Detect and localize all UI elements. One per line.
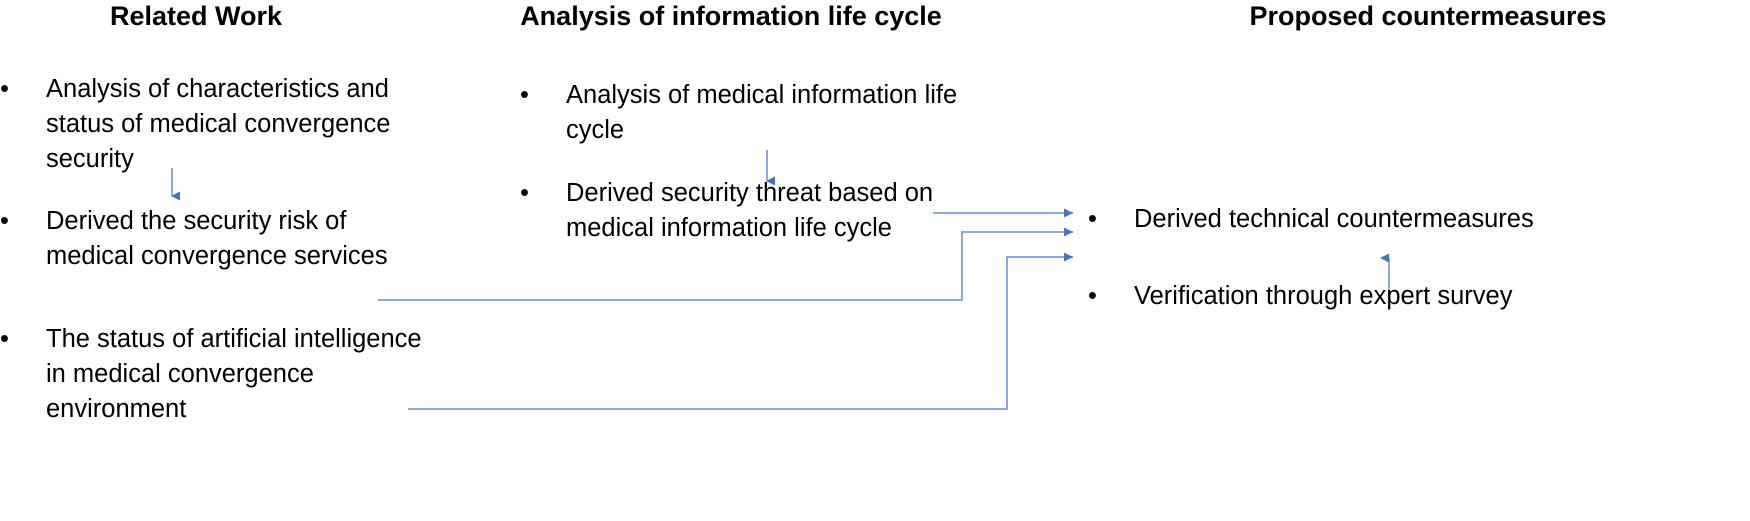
list-item: Analysis of characteristics and status o… (0, 72, 426, 177)
column-heading-analysis-of-information-life-cycle: Analysis of information life cycle (520, 1, 942, 31)
column-related-work: Related Work Analysis of characteristics… (0, 0, 422, 427)
bullet-icon (0, 72, 46, 107)
list-item: Derived security threat based on medical… (520, 176, 986, 246)
column-heading-related-work: Related Work (109, 1, 283, 31)
list-item-text: Derived security threat based on medical… (566, 179, 934, 242)
list-item: Verification through expert survey (1088, 279, 1734, 314)
bullet-icon (0, 204, 46, 239)
list-item: Derived technical countermeasures (1088, 202, 1734, 237)
column-proposed-countermeasures: Proposed countermeasures Derived technic… (1088, 0, 1750, 314)
bullet-icon (1088, 202, 1134, 237)
bullet-icon (1088, 279, 1134, 314)
list-item: Derived the security risk of medical con… (0, 204, 426, 274)
list-item-text: Verification through expert survey (1134, 282, 1513, 310)
bullet-list-analysis-of-information-life-cycle: Analysis of medical information life cyc… (482, 78, 982, 246)
list-item: The status of artificial intelligence in… (0, 322, 426, 427)
column-heading-proposed-countermeasures: Proposed countermeasures (1249, 1, 1607, 31)
bullet-list-related-work: Analysis of characteristics and status o… (0, 72, 422, 427)
list-item-text: Derived technical countermeasures (1134, 205, 1534, 233)
column-analysis-of-information-life-cycle: Analysis of information life cycle Analy… (482, 0, 982, 246)
bullet-icon (0, 322, 46, 357)
list-item-text: Analysis of medical information life cyc… (566, 81, 958, 144)
bullet-list-proposed-countermeasures: Derived technical countermeasures Verifi… (1088, 202, 1750, 314)
list-item-text: The status of artificial intelligence in… (46, 325, 422, 423)
list-item: Analysis of medical information life cyc… (520, 78, 986, 148)
list-item-text: Derived the security risk of medical con… (46, 207, 388, 270)
arrow-ai-status-to-countermeasures (408, 252, 1073, 410)
bullet-icon (520, 176, 566, 211)
list-item-text: Analysis of characteristics and status o… (46, 75, 391, 173)
bullet-icon (520, 78, 566, 113)
